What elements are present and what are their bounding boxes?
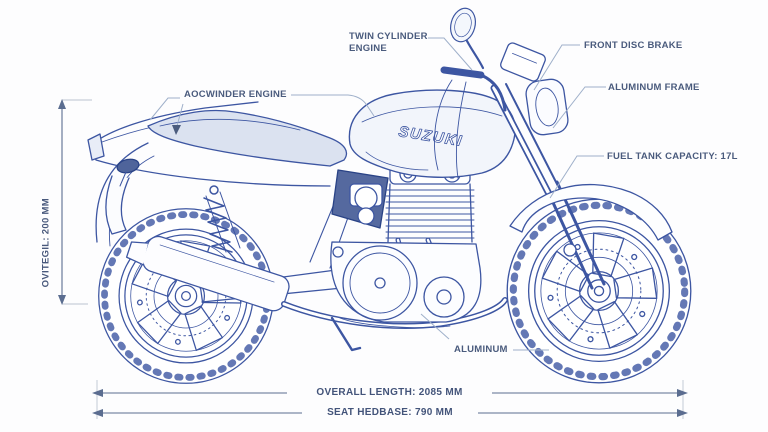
leader-aluminum-diag — [420, 313, 450, 340]
arrow-left-2 — [92, 409, 103, 417]
arrow-left-1 — [92, 389, 103, 397]
callout-aluminum-frame: ALUMINUM FRAME — [608, 82, 700, 93]
tail-section — [87, 101, 331, 187]
callout-front-disc-brake: FRONT DISC BRAKE — [584, 40, 683, 51]
callout-twin-cylinder-engine: TWIN CYLINDER ENGINE — [349, 31, 428, 55]
leader-front-disc — [533, 44, 580, 91]
brake-caliper — [563, 243, 577, 257]
dimension-overall-length-label: OVERALL LENGTH: 2085 MM — [316, 387, 463, 398]
leader-twin-cylinder — [428, 37, 473, 71]
callout-fuel-tank-capacity: FUEL TANK CAPACITY: 17L — [607, 151, 738, 162]
arrow-up — [58, 99, 66, 109]
leader-engine-right — [291, 94, 375, 117]
arrow-right-1 — [677, 389, 688, 397]
arrowhead-seat — [172, 125, 181, 135]
front-fender — [509, 183, 673, 241]
leader-lines — [149, 37, 606, 351]
leader-aluminum-frame — [552, 86, 606, 129]
engine — [330, 163, 482, 328]
cables — [434, 79, 467, 179]
callout-aluminum: ALUMINUM — [454, 344, 508, 355]
leader-fuel-tank — [549, 155, 604, 199]
dimension-height-label: OVITEGIL: 200 MM — [40, 198, 52, 288]
handlebar — [434, 66, 507, 179]
arrow-down — [58, 295, 66, 305]
rear-fender — [95, 142, 155, 247]
rear-turn-signal — [116, 158, 140, 174]
dimension-lines — [58, 99, 688, 419]
leader-engine-left — [149, 97, 180, 121]
dimension-seat-wheelbase-label: SEAT HEDBASE: 790 MM — [327, 407, 453, 418]
crankcase — [330, 241, 482, 323]
kickstand — [330, 316, 362, 352]
extension-lines — [96, 380, 684, 419]
rear-shock — [203, 185, 241, 253]
exhaust-muffler — [125, 235, 508, 329]
seat — [147, 109, 348, 167]
fuel-tank: SUZUKI — [348, 89, 516, 178]
instrument-panel — [500, 42, 546, 82]
cooling-fins — [385, 189, 475, 239]
arrow-right-2 — [677, 409, 688, 417]
mirror-stem — [465, 39, 485, 70]
leader-engine-arrow — [176, 103, 184, 127]
mirror — [450, 7, 485, 70]
callout-engine: AOCWINDER ENGINE — [184, 89, 287, 100]
headlight — [525, 78, 569, 136]
